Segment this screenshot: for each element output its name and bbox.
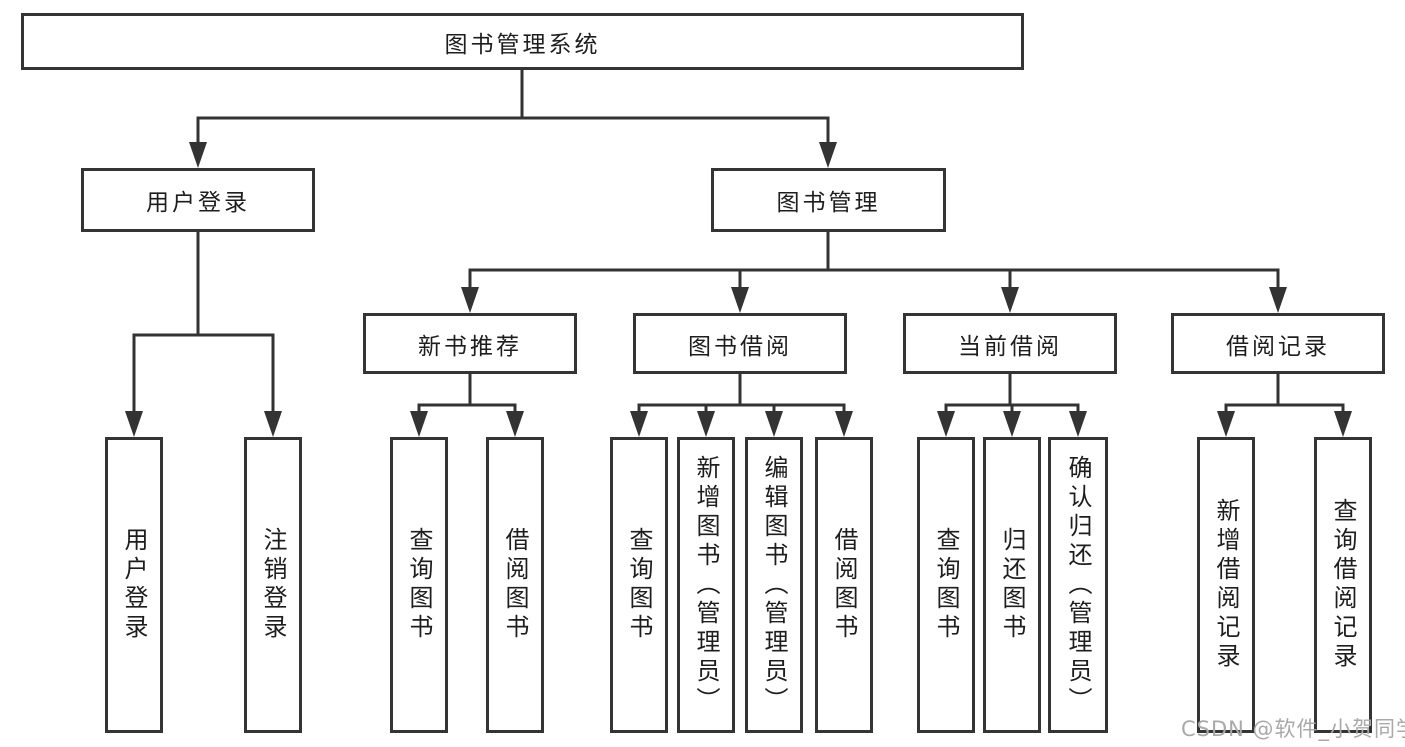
leaf-current-return: 归还图书 (983, 437, 1041, 733)
node-current-borrow: 当前借阅 (903, 313, 1117, 374)
leaf-newbooks-borrow: 借阅图书 (486, 437, 544, 733)
leaf-user-login: 用户登录 (105, 437, 163, 733)
leaf-records-query: 查询借阅记录 (1314, 437, 1372, 733)
node-new-books: 新书推荐 (363, 313, 577, 374)
leaf-newbooks-query: 查询图书 (390, 437, 448, 733)
csdn-watermark: CSDN @软件_小贺同学 (1181, 717, 1405, 741)
connector-current-borrow-to-leaves (937, 372, 1087, 437)
node-root: 图书管理系统 (21, 13, 1024, 70)
connector-book-borrow-to-leaves (630, 372, 853, 437)
connector-book-mgmt-to-level3 (461, 230, 1287, 313)
leaf-borrow-query: 查询图书 (610, 437, 668, 733)
leaf-borrow-edit-admin: 编辑图书（管理员） (745, 437, 803, 733)
connector-root-to-level2 (189, 68, 837, 168)
leaf-logout: 注销登录 (244, 437, 302, 733)
connector-new-books-to-leaves (410, 372, 524, 437)
leaf-current-confirm-admin: 确认归还（管理员） (1048, 437, 1108, 733)
connector-user-login-to-leaves (125, 230, 282, 437)
leaf-borrow-add-admin: 新增图书（管理员） (677, 437, 735, 733)
connector-borrow-records-to-leaves (1217, 372, 1352, 437)
node-user-login: 用户登录 (81, 168, 315, 232)
leaf-records-add: 新增借阅记录 (1197, 437, 1255, 733)
node-borrow-records: 借阅记录 (1171, 313, 1385, 374)
leaf-borrow-borrow: 借阅图书 (815, 437, 873, 733)
node-book-borrow: 图书借阅 (633, 313, 847, 374)
node-book-mgmt: 图书管理 (711, 168, 946, 232)
leaf-current-query: 查询图书 (917, 437, 975, 733)
